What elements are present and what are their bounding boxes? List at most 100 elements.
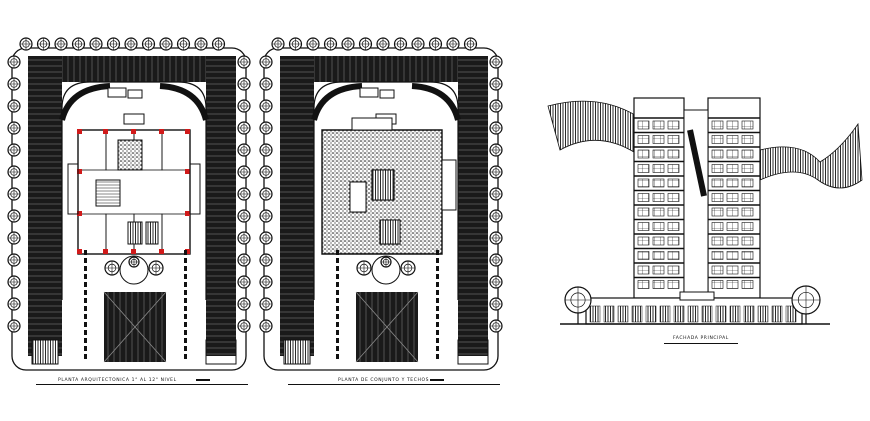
walkway-dash bbox=[84, 290, 87, 295]
window bbox=[637, 265, 650, 275]
walkway-dash bbox=[84, 314, 87, 319]
tree-cross bbox=[149, 261, 163, 275]
tree-cross bbox=[260, 188, 272, 200]
walkway-dash bbox=[336, 306, 339, 311]
tree-cross bbox=[238, 78, 250, 90]
car bbox=[379, 89, 395, 99]
window bbox=[726, 207, 739, 217]
window bbox=[741, 280, 754, 289]
window bbox=[741, 193, 754, 202]
window bbox=[637, 149, 650, 159]
tree-cross bbox=[490, 298, 502, 310]
window bbox=[652, 280, 665, 289]
walkway-dash bbox=[84, 298, 87, 303]
tree-cross bbox=[8, 166, 20, 178]
walkway-dash bbox=[84, 306, 87, 311]
window bbox=[667, 222, 680, 231]
garden-fountain bbox=[371, 255, 401, 285]
window bbox=[652, 120, 665, 130]
guard-house bbox=[457, 339, 489, 365]
window bbox=[741, 265, 754, 275]
podium-bay bbox=[715, 305, 727, 323]
core-hatch bbox=[117, 139, 143, 171]
walkway-dash bbox=[336, 250, 339, 255]
tree-cross bbox=[447, 38, 459, 50]
tree-cross bbox=[429, 38, 442, 50]
podium-bay bbox=[659, 305, 671, 323]
tree-cross bbox=[238, 254, 250, 266]
window bbox=[652, 149, 665, 159]
plan-levels-caption: PLANTA ARQUITECTONICA 1° AL 12° NIVEL bbox=[58, 378, 177, 383]
window bbox=[652, 265, 665, 275]
window bbox=[726, 280, 739, 289]
podium-bay bbox=[673, 305, 685, 323]
structural-column bbox=[185, 169, 190, 174]
walkway-dash bbox=[84, 354, 87, 359]
walkway-dash bbox=[336, 298, 339, 303]
window bbox=[637, 207, 650, 217]
tree-cross bbox=[8, 56, 20, 68]
walkway-dash bbox=[184, 266, 187, 271]
elevator bbox=[127, 221, 143, 245]
tree-cross bbox=[289, 38, 302, 50]
tree-cross bbox=[260, 100, 272, 112]
window bbox=[741, 251, 754, 260]
tree-cross bbox=[238, 232, 250, 244]
tree-cross bbox=[238, 210, 250, 222]
tree-cross bbox=[490, 100, 502, 112]
window bbox=[652, 207, 665, 217]
tree-cross bbox=[260, 56, 272, 68]
window bbox=[741, 178, 754, 188]
walkway-dash bbox=[336, 354, 339, 359]
tree-cross bbox=[8, 210, 20, 222]
tree-cross bbox=[377, 38, 389, 50]
walkway-dash bbox=[436, 282, 439, 287]
window bbox=[667, 251, 680, 260]
roof-element bbox=[351, 117, 393, 131]
walkway-dash bbox=[436, 298, 439, 303]
window bbox=[726, 222, 739, 231]
tree-cross bbox=[8, 78, 20, 90]
canopy-right bbox=[759, 122, 863, 189]
tree-cross bbox=[238, 188, 250, 200]
walkway-dash bbox=[436, 346, 439, 351]
window bbox=[741, 222, 754, 231]
walkway-dash bbox=[436, 354, 439, 359]
window bbox=[741, 164, 754, 173]
tree-cross bbox=[260, 166, 272, 178]
roof-opening bbox=[349, 181, 367, 213]
window bbox=[711, 193, 724, 202]
window bbox=[726, 193, 739, 202]
window bbox=[637, 135, 650, 144]
window bbox=[741, 149, 754, 159]
walkway-dash bbox=[184, 322, 187, 327]
walkway-dash bbox=[84, 250, 87, 255]
driveway-arch-fill bbox=[311, 83, 461, 121]
tree-cross bbox=[142, 38, 155, 50]
roof-shaft bbox=[379, 219, 401, 245]
walkway-dash bbox=[84, 338, 87, 343]
walkway-dash bbox=[436, 322, 439, 327]
parking-block bbox=[206, 56, 236, 356]
window bbox=[652, 251, 665, 260]
tree-cross bbox=[37, 38, 50, 50]
podium-bay bbox=[743, 305, 755, 323]
walkway-dash bbox=[336, 314, 339, 319]
roof-shaft bbox=[371, 169, 395, 201]
elevator bbox=[145, 221, 159, 245]
tree-cross bbox=[238, 56, 250, 68]
walkway-dash bbox=[184, 290, 187, 295]
walkway-dash bbox=[84, 322, 87, 327]
walkway-dash bbox=[84, 282, 87, 287]
tree-cross bbox=[490, 276, 502, 288]
window bbox=[637, 236, 650, 246]
tree-cross bbox=[90, 38, 102, 50]
window bbox=[726, 251, 739, 260]
tree-cross bbox=[792, 286, 820, 314]
window bbox=[726, 120, 739, 130]
walkway-dash bbox=[184, 338, 187, 343]
tree-cross bbox=[8, 254, 20, 266]
driveway-arch bbox=[61, 81, 207, 300]
structural-column bbox=[77, 211, 82, 216]
tree-cross bbox=[464, 38, 477, 50]
